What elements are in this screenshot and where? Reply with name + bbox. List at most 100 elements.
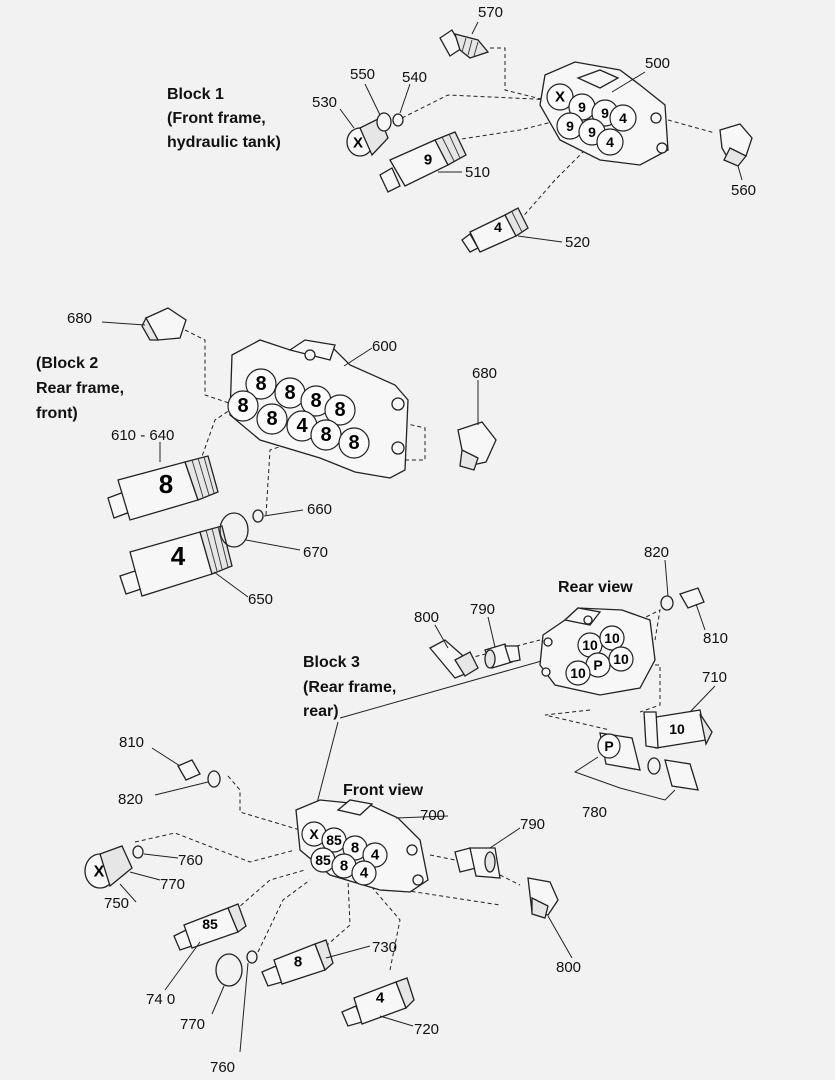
leader-660 (263, 509, 304, 517)
part-number-810-front: 810 (119, 734, 144, 751)
dash-520 (519, 149, 586, 221)
leader-770-front (129, 871, 161, 881)
leader-790-rear (487, 616, 496, 648)
block-2-subtitle-2: front) (36, 405, 78, 422)
ring-550 (376, 112, 392, 132)
b3-front-port-code: 8 (340, 858, 348, 875)
b1-port-code: X (555, 89, 565, 106)
b1-port-code: 4 (619, 110, 627, 126)
b2-port-code: 8 (334, 399, 345, 421)
plug-750: X (84, 845, 133, 889)
leader-810-front (151, 747, 181, 767)
leader-570 (471, 21, 479, 35)
b2-port-code: 4 (296, 415, 308, 437)
leader-520 (517, 235, 563, 243)
block-2-subtitle-1: Rear frame, (36, 380, 124, 397)
b2-port-code: 8 (348, 432, 359, 454)
dash-570 (490, 47, 546, 101)
dash-820-front (227, 775, 301, 831)
leader-710 (689, 685, 716, 713)
elbow-800-rear (428, 639, 479, 679)
elbow-560 (719, 123, 753, 167)
block-1-group: Block 1 (Front frame, hydraulic tank) X … (167, 4, 756, 253)
ring-820-front (207, 770, 221, 788)
dash-530 (401, 94, 556, 119)
part-number-680b: 680 (472, 365, 497, 382)
b2-port-code: 8 (284, 382, 295, 404)
part-number-780: 780 (582, 804, 607, 821)
b2-part-610-code: 8 (159, 469, 173, 499)
leader-800-front (547, 915, 573, 959)
b1-port-code: 9 (601, 105, 609, 121)
leader-500 (611, 71, 646, 93)
b1-part-510-code: 9 (424, 152, 432, 169)
part-number-570: 570 (478, 4, 503, 21)
leader-540 (399, 83, 411, 114)
ring-820-rear (660, 595, 674, 611)
block-2-group: (Block 2 Rear frame, front) 8 8 8 8 8 8 … (36, 307, 497, 608)
bracket-780 (573, 756, 676, 801)
b3-part-730-code: 8 (294, 954, 302, 971)
part-number-800-rear: 800 (414, 609, 439, 626)
dash-510 (454, 119, 561, 141)
b3-rear-port-code: P (593, 657, 602, 673)
part-number-540: 540 (402, 69, 427, 86)
leader-720 (379, 1015, 414, 1027)
part-number-530: 530 (312, 94, 337, 111)
b1-part-520-code: 4 (494, 219, 502, 235)
b3-front-port-code: 85 (326, 832, 342, 848)
dash-750 (134, 832, 296, 863)
cartridge-650: 4 (119, 525, 233, 597)
b3-part-710-code: 10 (669, 721, 685, 737)
part-number-520: 520 (565, 234, 590, 251)
part-number-740: 74 0 (146, 991, 175, 1008)
b3-front-port-code: 4 (371, 847, 380, 864)
cartridge-740: 85 (173, 903, 247, 951)
block-3-subtitle-1: (Rear frame, (303, 679, 396, 696)
leader-600 (343, 347, 373, 367)
dash-680a (184, 329, 236, 406)
cartridge-720: 4 (341, 977, 415, 1027)
dash-760-front (257, 879, 311, 953)
elbow-800-front (527, 877, 559, 919)
dash-740 (229, 869, 306, 916)
fitting-790-front (454, 847, 501, 879)
part-number-550: 550 (350, 66, 375, 83)
b3-front-port-code: 8 (351, 840, 359, 857)
leader-760-lower (239, 962, 249, 1053)
part-number-770-lower: 770 (180, 1016, 205, 1033)
block-3-subtitle-2: rear) (303, 703, 339, 720)
b3-part-750-code: X (94, 864, 105, 881)
b2-port-code: 8 (320, 424, 331, 446)
part-number-710: 710 (702, 669, 727, 686)
part-number-810-rear: 810 (703, 630, 728, 647)
part-number-610-640: 610 - 640 (111, 427, 174, 444)
leader-810-rear (695, 603, 706, 631)
leader-820-rear (664, 559, 669, 597)
part-number-730: 730 (372, 939, 397, 956)
cartridge-780: P (597, 732, 699, 791)
block-2-title: (Block 2 (36, 355, 98, 372)
part-number-680a: 680 (67, 310, 92, 327)
b3-rear-port-code: 10 (582, 637, 598, 653)
leader-770-lower (211, 985, 225, 1015)
part-number-560: 560 (731, 182, 756, 199)
valve-block-700: X 85 8 85 8 4 4 (295, 799, 429, 893)
valve-block-rear-view: 10 10 P 10 10 (539, 607, 656, 696)
b1-port-code: 4 (606, 134, 614, 150)
part-number-600: 600 (372, 338, 397, 355)
block-1-subtitle-1: (Front frame, (167, 110, 266, 127)
elbow-680-left (141, 307, 187, 341)
leader-730 (325, 945, 371, 959)
leader-650 (213, 571, 249, 598)
dash-610 (199, 409, 231, 463)
b2-port-code: 8 (237, 395, 248, 417)
leader-790-front (489, 827, 521, 849)
b1-port-code: 9 (566, 118, 574, 134)
part-number-820-front: 820 (118, 791, 143, 808)
part-number-700: 700 (420, 807, 445, 824)
leader-block3-rear (339, 659, 546, 719)
b3-front-port-code: 85 (315, 852, 331, 868)
dash-560 (667, 119, 716, 134)
leader-750 (119, 883, 137, 903)
